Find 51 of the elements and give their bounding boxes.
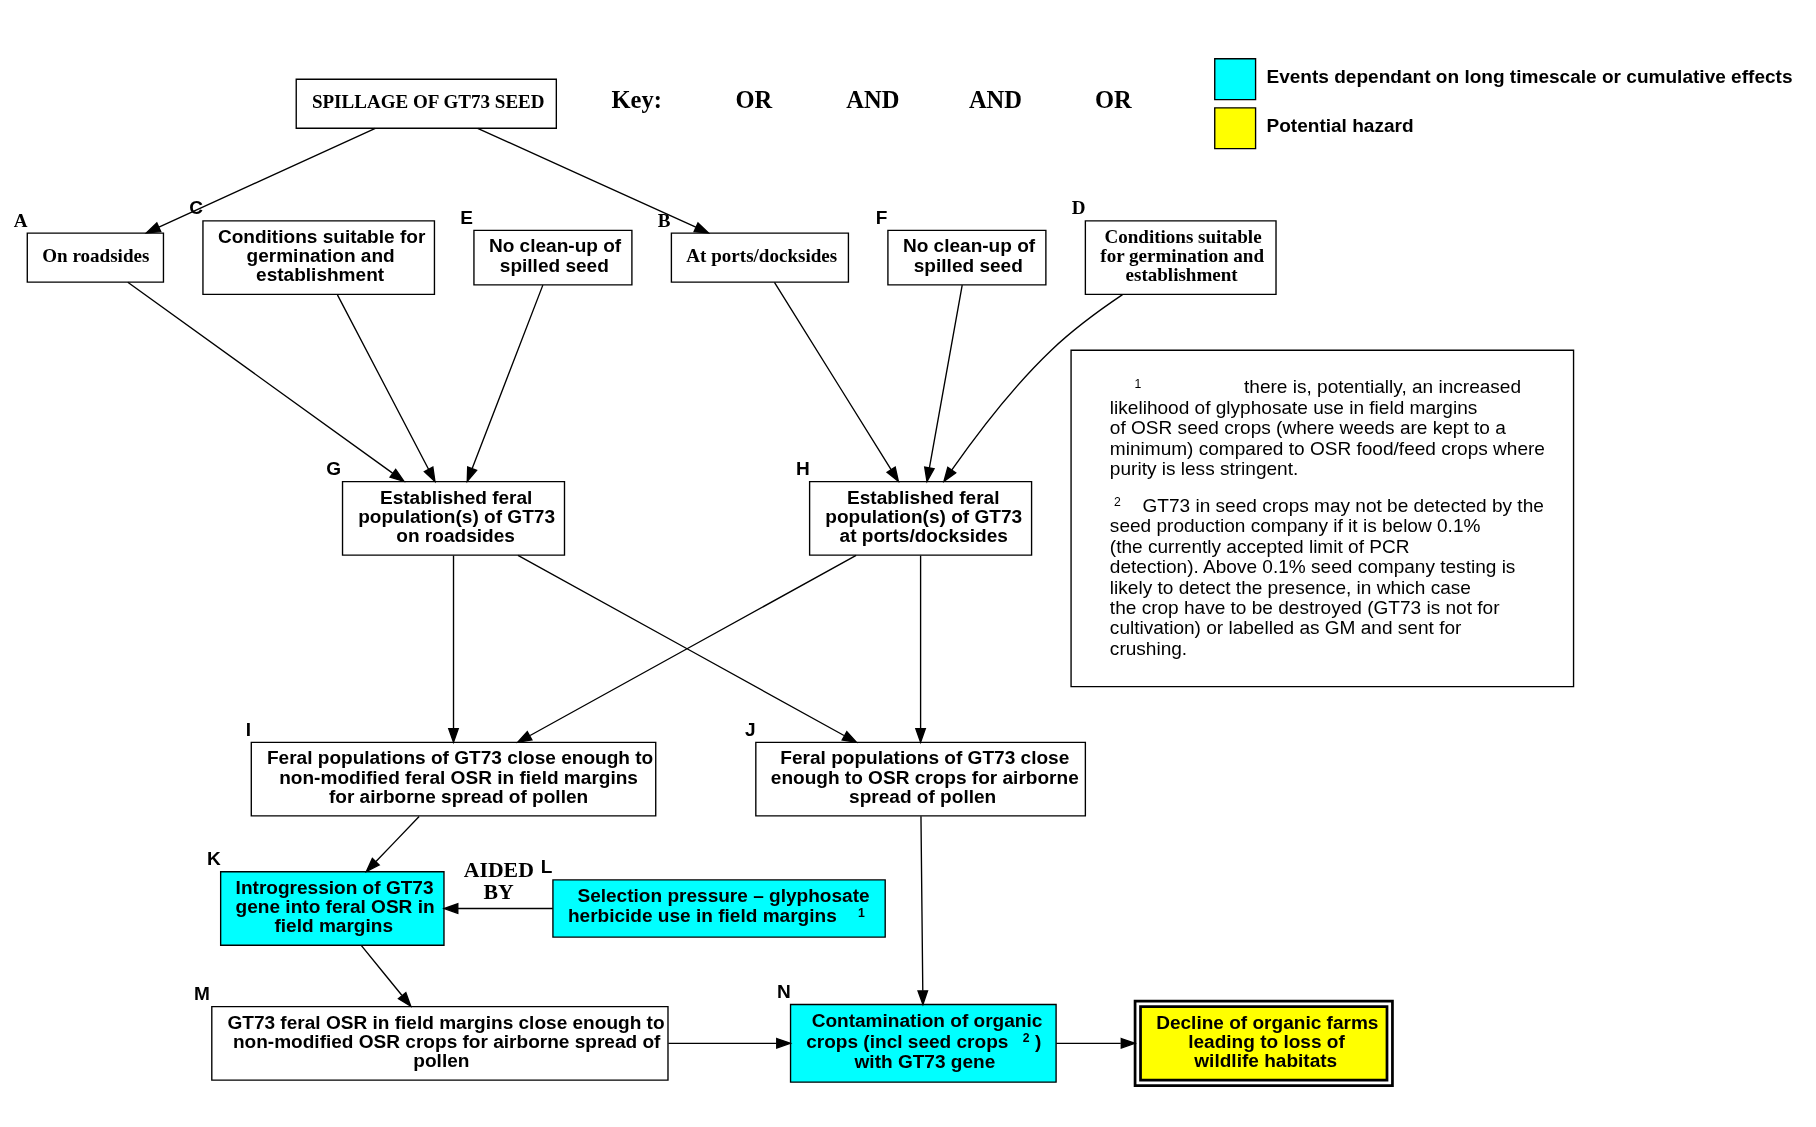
arrow (942, 293, 1124, 483)
arrow (1055, 1037, 1137, 1049)
node-box: Established feral population(s) of GT73 at ports/docksides (808, 480, 1033, 556)
label: OR (1094, 85, 1132, 113)
node-label: B (657, 209, 671, 231)
node-label: N (776, 980, 791, 1002)
arrow (144, 127, 376, 234)
arrow (360, 944, 413, 1008)
arrow (442, 902, 554, 914)
node-box: Established feral population(s) of GT73 on roadsides (341, 480, 566, 556)
label: Key: (611, 85, 662, 113)
arrow (923, 283, 963, 483)
legend-label: Events dependant on long timescale or cumulative effects (1266, 65, 1793, 87)
node-box: At ports/docksides (670, 231, 850, 283)
node-label: F (875, 206, 888, 228)
node-label: E (460, 206, 474, 228)
node-box: Feral populations of GT73 close enough to OSR crops for airborne spread of pollen (755, 741, 1087, 817)
node-box: GT73 feral OSR in field margins close enough to non-modified OSR crops for airborne spread of pollen (211, 1005, 669, 1081)
node-box: Decline of organic farms leading to loss of wildlife habitats (1133, 999, 1394, 1087)
arrow (447, 554, 460, 744)
arrow (466, 283, 544, 483)
arrow (364, 815, 420, 873)
node-box: No clean-up of spilled seed (473, 229, 633, 285)
arrow (917, 815, 929, 1007)
arrow (477, 127, 711, 234)
node-label: J (744, 718, 756, 740)
arrow (336, 293, 436, 483)
node-box: Conditions suitable for germination and establishment (1084, 219, 1277, 295)
edge-label: AIDED BY (463, 857, 534, 904)
node-box: On roadsides (26, 231, 165, 283)
node-box: No clean-up of spilled seed (887, 229, 1047, 285)
node-label: D (1071, 196, 1086, 218)
node-label: M (194, 982, 210, 1004)
node-label: A (13, 209, 28, 231)
arrow (667, 1037, 793, 1049)
node-label: I (245, 718, 252, 740)
node-box: SPILLAGE OF GT73 SEED (295, 78, 557, 129)
label: AND (968, 85, 1023, 113)
node-box: Introgression of GT73 gene into feral OSR in field margins (219, 870, 445, 946)
arrow (773, 281, 900, 483)
node-box: Feral populations of GT73 close enough to non-modified feral OSR in field margins for airborne spread of pollen (250, 741, 657, 817)
arrow (127, 281, 406, 482)
node-label: K (207, 847, 221, 869)
node-label: G (326, 457, 342, 479)
node-label: L (540, 855, 553, 877)
arrow (914, 554, 927, 744)
node-label: H (796, 457, 810, 479)
legend-label: Potential hazard (1266, 114, 1414, 136)
label: OR (735, 85, 773, 113)
label: AND (846, 85, 900, 113)
node-box: Conditions suitable for germination and establishment (202, 219, 436, 295)
